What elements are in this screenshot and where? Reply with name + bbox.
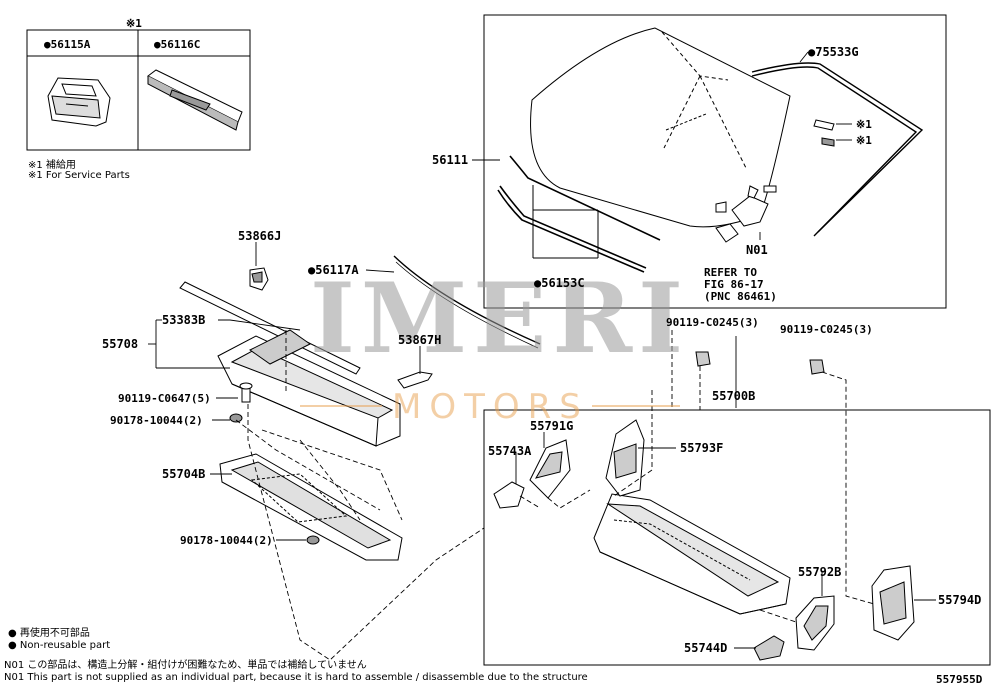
bracket-55792b-drawing xyxy=(795,595,835,651)
strip-56116c-drawing xyxy=(147,69,243,131)
label-90178-a: 90178-10044(2) xyxy=(110,414,203,427)
label-55793f: 55793F xyxy=(680,441,723,455)
label-mark1b: ※1 xyxy=(856,134,872,147)
moulding-75533g-drawing xyxy=(751,62,924,237)
legend-n01-jp: N01 この部品は、構造上分解・組付けが困難なため、単品では補給していません xyxy=(4,660,367,671)
clip-53867h-drawing xyxy=(397,371,433,389)
label-75533g: ●75533G xyxy=(808,45,859,59)
inset-note-jp: ※1 補給用 xyxy=(28,160,76,171)
watermark-brand: IMERI xyxy=(310,262,689,375)
moulding-56153c-drawing xyxy=(497,155,661,273)
cowl-panel-55708-drawing xyxy=(217,329,401,447)
bracket-55794d-drawing xyxy=(871,565,915,641)
label-53383b: 53383B xyxy=(162,313,205,327)
label-56117a: ●56117A xyxy=(308,263,359,277)
clip-56115a-drawing xyxy=(47,77,111,127)
label-90119-c0647: 90119-C0647(5) xyxy=(118,392,211,405)
bracket-55744d-drawing xyxy=(753,635,785,661)
label-55743a: 55743A xyxy=(488,444,532,458)
inset-marker: ※1 xyxy=(126,17,142,30)
bracket-n01-drawing xyxy=(715,185,777,243)
label-55794d: 55794D xyxy=(938,593,981,607)
refer-line-3: (PNC 86461) xyxy=(704,290,777,303)
bracket-55743a-drawing xyxy=(493,481,525,509)
label-53867h: 53867H xyxy=(398,333,441,347)
label-55792b: 55792B xyxy=(798,565,841,579)
dashed-reference-lines xyxy=(235,330,875,661)
label-56111: 56111 xyxy=(432,153,468,167)
label-56153c: ●56153C xyxy=(534,276,585,290)
bracket-55793f-drawing xyxy=(605,419,645,497)
label-53866j: 53866J xyxy=(238,229,281,243)
label-55791g: 55791G xyxy=(530,419,573,433)
fasteners-drawing xyxy=(229,351,825,545)
moulding-leader-box xyxy=(532,185,599,259)
leader-lines xyxy=(148,51,936,649)
figure-code: 557955D xyxy=(936,673,983,686)
label-mark1a: ※1 xyxy=(856,118,872,131)
refer-line-1: REFER TO xyxy=(704,266,757,279)
refer-line-2: FIG 86-17 xyxy=(704,278,764,291)
seal-56117a-drawing xyxy=(393,255,541,345)
service-parts-inset xyxy=(26,29,251,151)
inset-col2-label: ●56116C xyxy=(154,38,200,51)
legend-non-reusable-jp: ● 再使用不可部品 xyxy=(8,628,90,639)
cowl-assembly-55700b-drawing xyxy=(593,493,791,615)
label-55708: 55708 xyxy=(102,337,138,351)
label-n01: N01 xyxy=(746,243,768,257)
label-55700b: 55700B xyxy=(712,389,755,403)
label-90178-b: 90178-10044(2) xyxy=(180,534,273,547)
inset-col1-label: ●56115A xyxy=(44,38,91,51)
label-90119-c0245-b: 90119-C0245(3) xyxy=(780,323,873,336)
cowl-group-box xyxy=(483,409,991,666)
moulding-clips-drawing xyxy=(813,119,835,147)
watermark-sub: MOTORS xyxy=(392,387,589,427)
legend-non-reusable-en: ● Non-reusable part xyxy=(8,640,111,651)
label-90119-c0245-a: 90119-C0245(3) xyxy=(666,316,759,329)
inset-note-en: ※1 For Service Parts xyxy=(28,170,130,181)
windshield-group-box xyxy=(483,14,947,309)
bracket-55791g-drawing xyxy=(529,439,571,499)
cowl-lower-55704b-drawing xyxy=(219,453,403,561)
label-55744d: 55744D xyxy=(684,641,727,655)
clip-53866j-drawing xyxy=(249,267,269,291)
legend-n01-en: N01 This part is not supplied as an indi… xyxy=(4,672,588,683)
label-55704b: 55704B xyxy=(162,467,205,481)
